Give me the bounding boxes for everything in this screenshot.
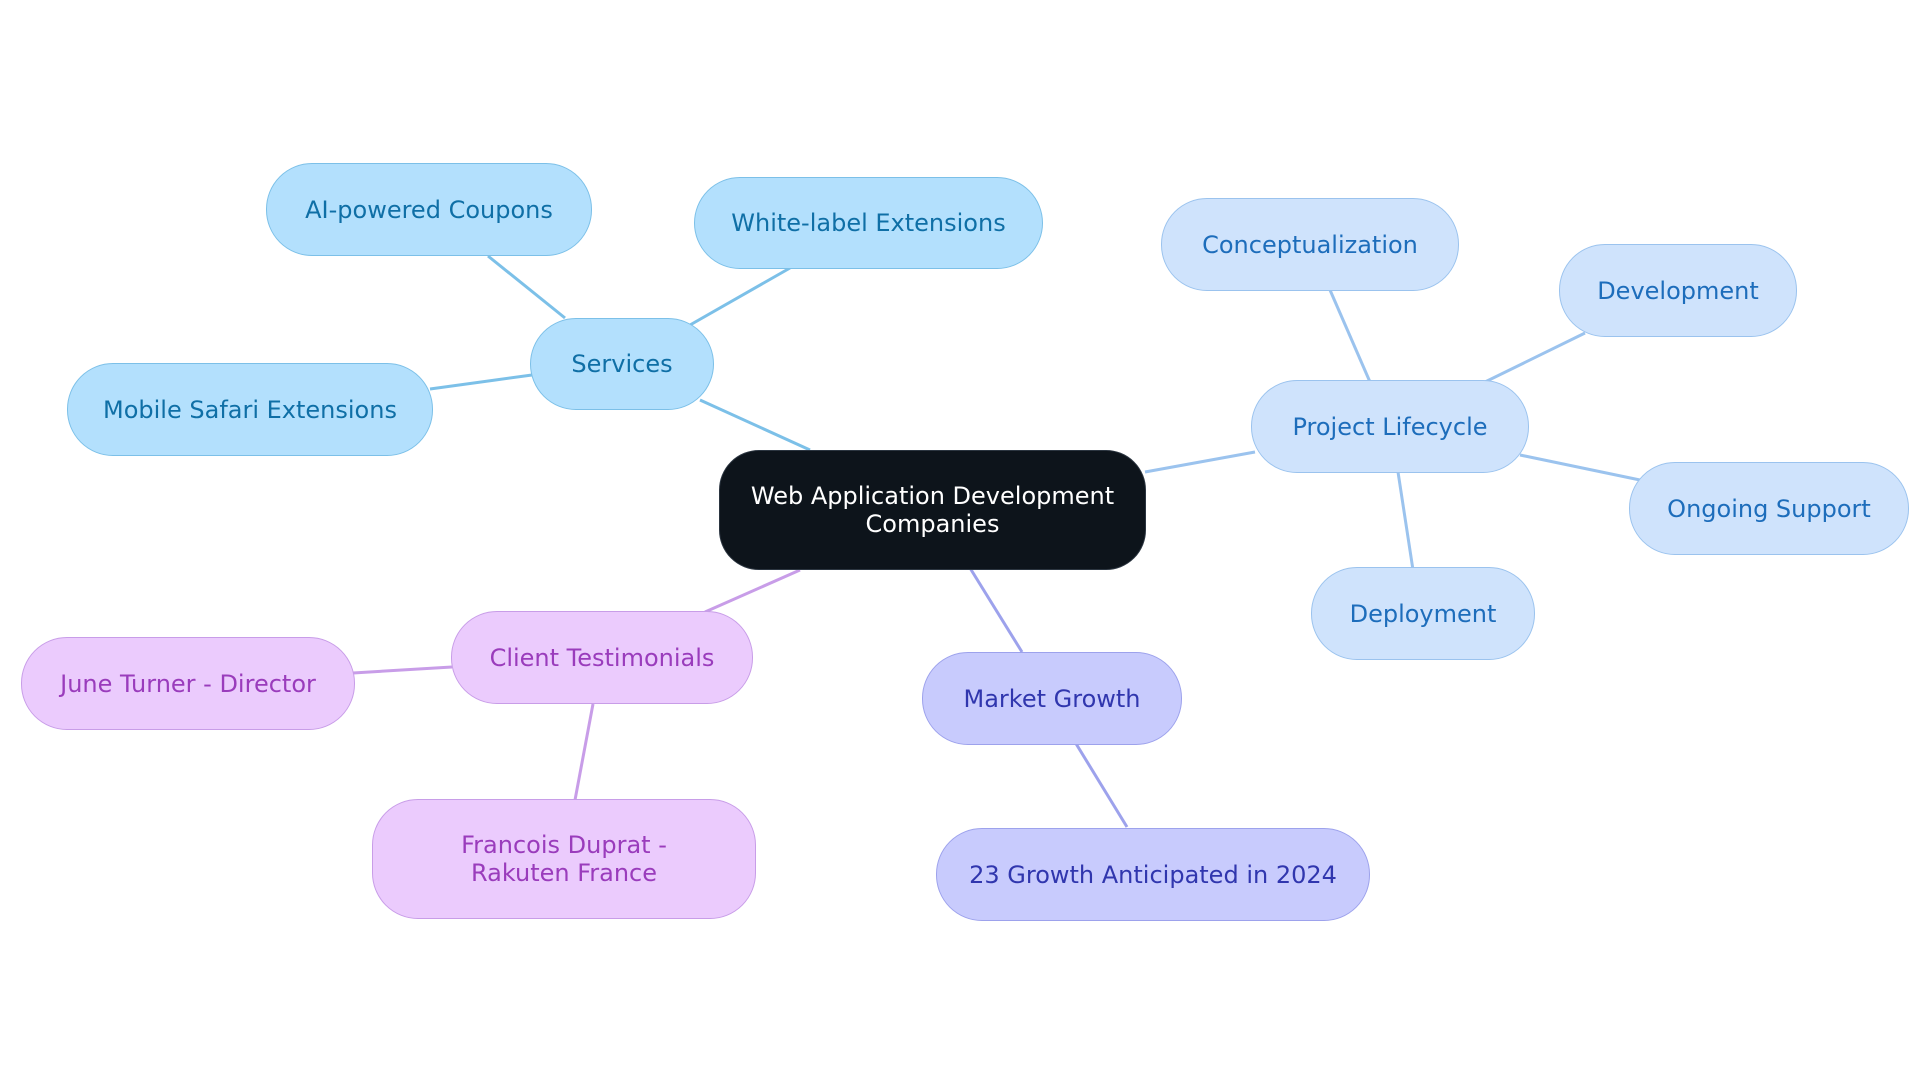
leaf-node-white-label: White-label Extensions: [694, 177, 1043, 269]
leaf-node-label: Deployment: [1349, 599, 1497, 628]
leaf-node-label: White-label Extensions: [731, 209, 1006, 237]
leaf-node-label: Francois Duprat - Rakuten France: [461, 831, 667, 887]
leaf-node-deployment: Deployment: [1311, 567, 1535, 660]
leaf-node-label: Ongoing Support: [1667, 494, 1871, 523]
branch-node-client-testimonials: Client Testimonials: [451, 611, 753, 704]
edge-project-deployment: [1396, 471, 1415, 571]
root-node: Web Application Development Companies: [719, 450, 1146, 570]
leaf-node-label: AI-powered Coupons: [305, 195, 553, 224]
branch-node-label: Services: [571, 350, 673, 378]
leaf-node-ai-coupons: AI-powered Coupons: [266, 163, 592, 256]
edge-services-white-label: [689, 266, 791, 327]
edge-market-growth: [1073, 741, 1129, 828]
leaf-node-francois-duprat: Francois Duprat - Rakuten France: [372, 799, 756, 919]
branch-node-project-lifecycle: Project Lifecycle: [1251, 380, 1529, 473]
leaf-node-june-turner: June Turner - Director: [21, 637, 355, 730]
leaf-node-label: June Turner - Director: [60, 669, 316, 698]
edge-client-june: [352, 665, 453, 675]
edge-services-mobile-safari: [429, 373, 533, 391]
edge-project-support: [1519, 453, 1641, 482]
branch-node-label: Client Testimonials: [489, 643, 715, 672]
leaf-node-label: Conceptualization: [1202, 230, 1418, 259]
leaf-node-mobile-safari: Mobile Safari Extensions: [67, 363, 433, 456]
edge-root-market: [968, 567, 1024, 653]
leaf-node-development: Development: [1559, 244, 1797, 337]
edge-root-client: [704, 568, 801, 614]
leaf-node-conceptualization: Conceptualization: [1161, 198, 1459, 291]
leaf-node-label: Development: [1597, 276, 1759, 305]
branch-node-market-growth: Market Growth: [922, 652, 1182, 745]
leaf-node-label: Mobile Safari Extensions: [103, 395, 397, 424]
edge-client-francois: [573, 703, 595, 801]
edge-services-ai-coupons: [487, 254, 566, 320]
branch-node-label: Project Lifecycle: [1292, 412, 1488, 441]
branch-node-services: Services: [530, 318, 714, 410]
leaf-node-ongoing-support: Ongoing Support: [1629, 462, 1909, 555]
edge-root-services: [699, 398, 811, 452]
leaf-node-label: 23 Growth Anticipated in 2024: [969, 860, 1337, 889]
leaf-node-growth-2024: 23 Growth Anticipated in 2024: [936, 828, 1370, 921]
edge-project-concept: [1328, 289, 1372, 383]
root-node-label: Web Application Development Companies: [750, 482, 1115, 538]
edge-project-development: [1484, 331, 1586, 384]
edge-root-project: [1144, 450, 1256, 474]
branch-node-label: Market Growth: [963, 684, 1141, 713]
